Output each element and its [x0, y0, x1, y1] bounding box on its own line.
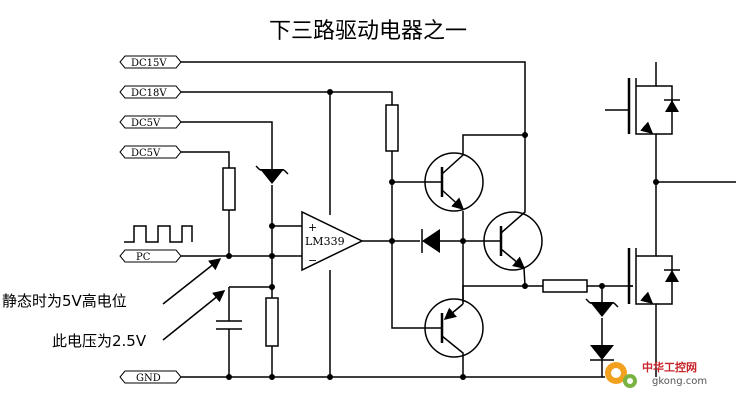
port-dc15v: DC15V: [119, 55, 182, 69]
port-gnd: GND: [119, 370, 182, 384]
transistor-q2: [483, 135, 543, 287]
diode-base: [421, 229, 484, 253]
zener-gate-clamp: [585, 286, 619, 377]
port-dc5v-1: DC5V: [119, 115, 182, 129]
pwm-waveform-icon: [124, 225, 193, 243]
resistor-pullup: [222, 167, 236, 211]
junction-dots: [226, 89, 659, 380]
resistor-output-pullup: [385, 104, 399, 152]
wire-dc5v-2: [181, 151, 230, 168]
watermark-logo: 中华工控网 gkong.com: [605, 360, 707, 388]
wire-dc15v: [181, 61, 526, 135]
port-pc: PC: [119, 249, 182, 263]
svg-text:DC15V: DC15V: [131, 58, 167, 69]
resistor-gate: [542, 279, 588, 293]
diagram-title: 下三路驱动电器之一: [269, 19, 467, 44]
wire-dc18v: [181, 91, 393, 105]
zener-diode-reference: [255, 165, 289, 298]
svg-text:+: +: [308, 221, 317, 234]
transistor-q3: [424, 285, 525, 377]
port-dc18v: DC18V: [119, 85, 182, 99]
svg-text:gkong.com: gkong.com: [652, 376, 707, 387]
note-voltage: 此电压为2.5V: [52, 332, 147, 350]
note-arrow-2: [162, 290, 226, 341]
transistor-q1: [424, 134, 525, 212]
svg-text:DC5V: DC5V: [131, 118, 161, 129]
resistor-divider: [265, 297, 279, 347]
comparator-lm339: LM339 + −: [301, 210, 364, 272]
svg-text:DC5V: DC5V: [131, 148, 161, 159]
svg-text:PC: PC: [136, 252, 151, 263]
svg-text:DC18V: DC18V: [131, 88, 167, 99]
svg-text:−: −: [308, 254, 317, 267]
igbt-upper: [605, 62, 680, 150]
wire-dc5v-1: [181, 121, 273, 165]
igbt-lower: [627, 248, 680, 377]
svg-text:LM339: LM339: [305, 235, 345, 248]
capacitor: [216, 286, 272, 377]
port-dc5v-2: DC5V: [119, 145, 182, 159]
svg-text:中华工控网: 中华工控网: [642, 360, 697, 374]
note-arrow-1: [162, 258, 222, 305]
note-static-high: 静态时为5V高电位: [2, 292, 127, 310]
svg-text:GND: GND: [136, 373, 161, 384]
